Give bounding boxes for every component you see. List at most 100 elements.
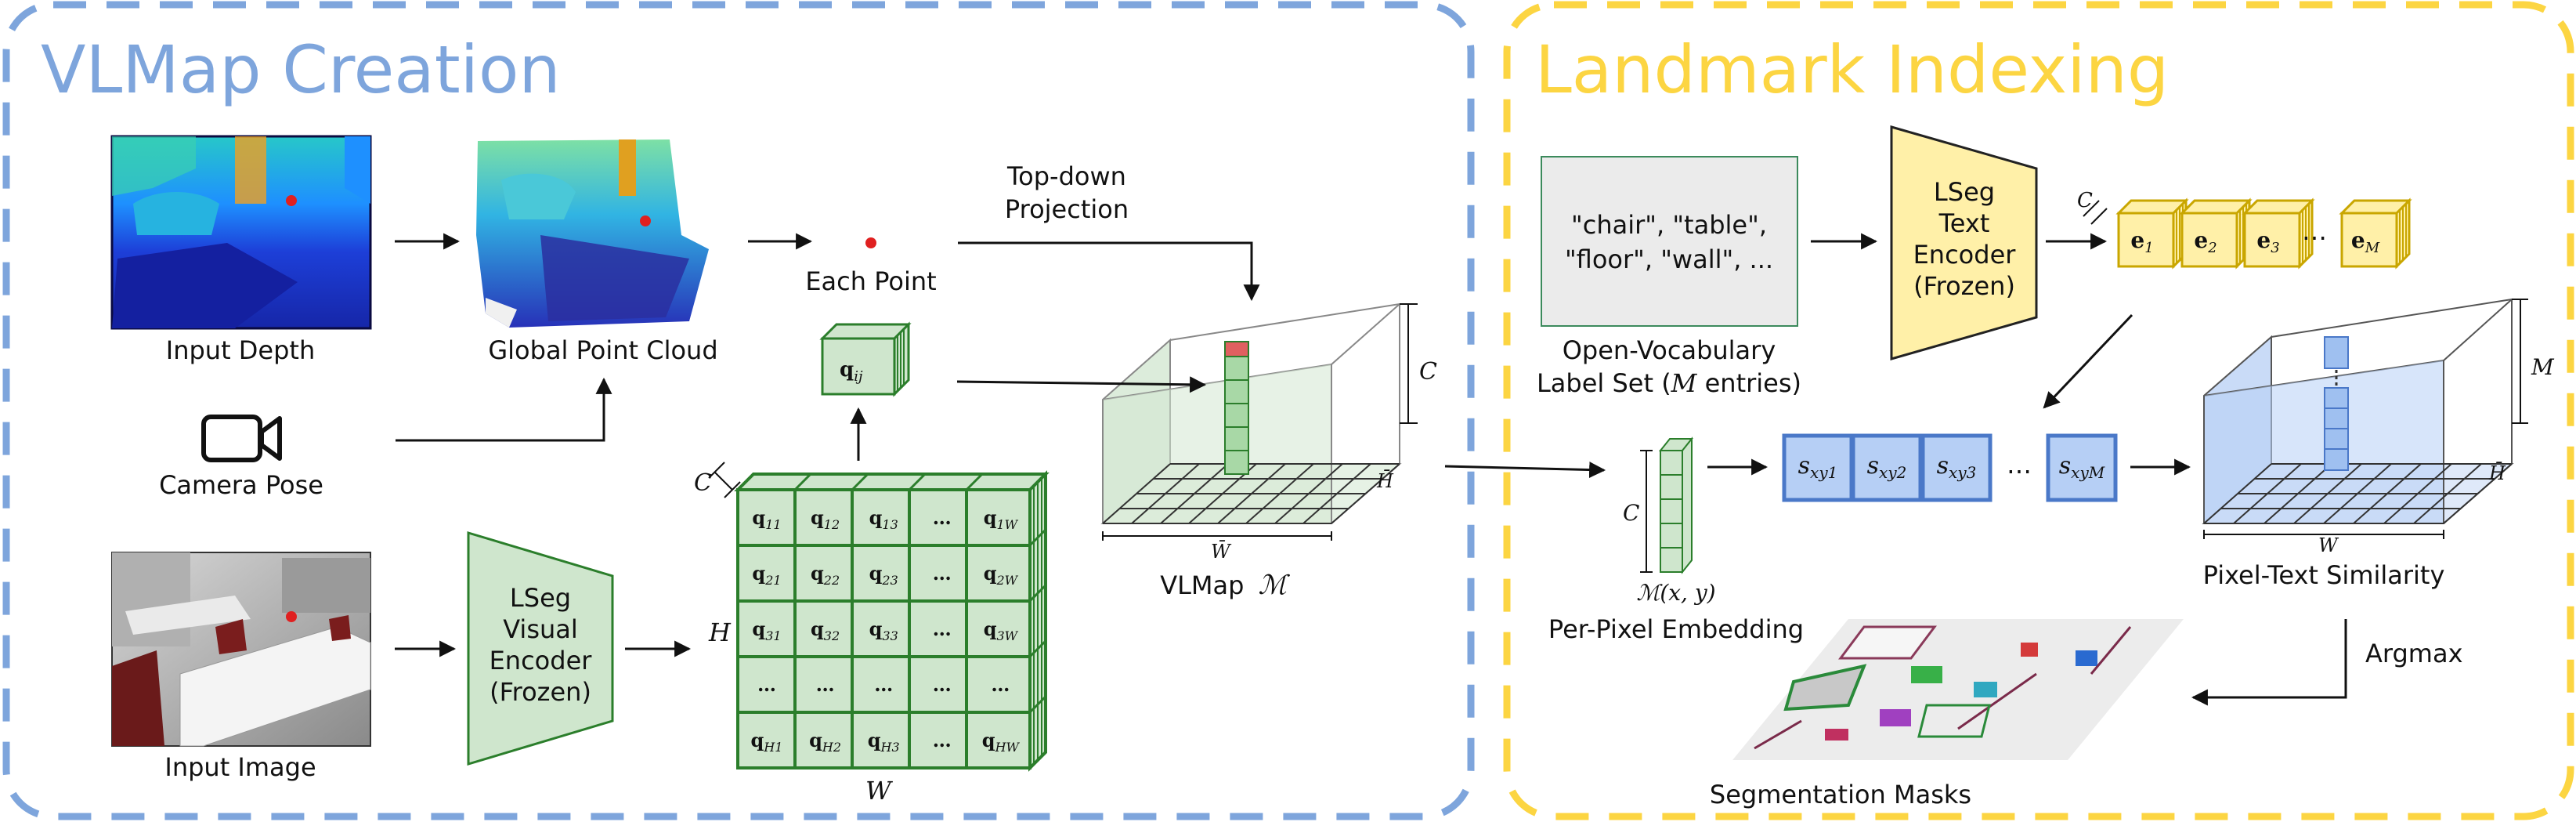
per-pixel-symbol: ℳ(x, y) [1636, 580, 1715, 606]
vlmap-W-label: W̄ [1211, 541, 1232, 563]
visual-encoder-block [467, 530, 614, 766]
grid-cell-label: q23 [869, 562, 898, 588]
each-point-label: Each Point [805, 266, 936, 296]
text-embeddings: e1 e2 e3 … eM [2115, 197, 2412, 270]
similarity-M-label: M [2531, 354, 2555, 380]
label-set-line-1: "chair", "table", [1571, 210, 1767, 240]
arrow-pose-to-cloud [396, 377, 612, 442]
arrow-q-to-map [956, 376, 1207, 393]
label-set-caption-1: Open-Vocabulary [1563, 335, 1776, 365]
similarity-scores: sxy1 sxy2 sxy3 … sxyM [1782, 433, 2118, 502]
input-image-photo [111, 552, 371, 747]
e-label: eM [2351, 227, 2380, 256]
similarity-label: Pixel-Text Similarity [2203, 560, 2445, 590]
s-label: sxyM [2059, 452, 2105, 482]
top-down-line-2: Projection [1005, 194, 1129, 224]
grid-cell-label: q32 [811, 617, 840, 643]
grid-cell-label: qH1 [751, 729, 783, 755]
vlmap-W-dimension [1102, 531, 1332, 541]
label-set-line-2: "floor", "wall", ... [1565, 244, 1773, 274]
e-cube: e2 [2179, 197, 2253, 270]
grid-cell-label: q3W [984, 617, 1019, 643]
s-cell: sxyM [2046, 433, 2118, 502]
e-cube: eM [2339, 197, 2412, 270]
creation-title: VLMap Creation [41, 31, 561, 108]
grid-C-dimension [708, 462, 741, 498]
similarity-H-label: H̄ [2488, 462, 2506, 484]
e-C-dimension [2083, 200, 2108, 225]
similarity-M-dimension [2512, 299, 2528, 424]
label-set-caption-2: Label Set (M entries) [1537, 368, 1801, 398]
grid-cell-label: … [933, 562, 952, 585]
q-ij-label: qij [840, 358, 863, 385]
arrow-map-to-embedding [1444, 462, 1606, 479]
per-pixel-label: Per-Pixel Embedding [1548, 614, 1804, 644]
grid-cell-label: q31 [752, 617, 781, 643]
grid-cell-label: … [933, 673, 952, 696]
indexing-title: Landmark Indexing [1535, 31, 2169, 108]
camera-pose-label: Camera Pose [159, 470, 323, 500]
grid-cell-label: … [933, 729, 952, 751]
camera-icon [201, 415, 282, 462]
grid-cell-label: … [757, 673, 776, 696]
e-label: e3 [2256, 227, 2279, 256]
s-cell: sxy1 [1782, 433, 1854, 502]
vlmap-C-dimension [1400, 303, 1418, 424]
grid-cell-label: … [991, 673, 1010, 696]
grid-cell-label: q22 [811, 562, 840, 588]
grid-cell-label: … [933, 617, 952, 640]
s-ellipsis: … [2007, 450, 2032, 480]
label-set-box [1541, 156, 1798, 327]
e-ellipsis: … [2302, 216, 2327, 246]
arrow-point-to-map [958, 241, 1260, 302]
grid-cell-label: qH2 [809, 729, 841, 755]
text-encoder-block [1890, 125, 2038, 360]
e-C-label: C [2077, 189, 2093, 212]
q-ij-cube [819, 321, 912, 397]
text-encoder-line-3: Encoder [1913, 240, 2017, 270]
grid-cell-label: … [816, 673, 835, 696]
s-label: sxy3 [1937, 452, 1977, 482]
grid-cell-label: … [933, 506, 952, 529]
s-cell: sxy2 [1851, 433, 1923, 502]
text-encoder-line-4: (Frozen) [1913, 271, 2015, 301]
arrow-similarity-to-masks [2191, 619, 2347, 706]
grid-cell-label: q21 [752, 562, 781, 588]
indexing-panel [1503, 1, 2574, 820]
visual-encoder-line-4: (Frozen) [490, 677, 591, 707]
s-cell: sxy3 [1920, 433, 1993, 502]
text-encoder-line-1: LSeg [1934, 177, 1995, 207]
similarity-column [2324, 336, 2349, 471]
similarity-W-dimension [2203, 530, 2444, 539]
similarity-box [2202, 298, 2514, 524]
global-point-cloud-image [476, 139, 709, 328]
s-label: sxy1 [1798, 452, 1838, 482]
s-label: sxy2 [1867, 452, 1907, 482]
grid-cell-label: … [874, 673, 893, 696]
vlmap-C-label: C [1419, 358, 1437, 386]
e-label: e2 [2194, 227, 2217, 256]
grid-cell-label: q33 [869, 617, 898, 643]
e-cube: e3 [2242, 197, 2315, 270]
e-label: e1 [2130, 227, 2153, 256]
per-pixel-C-dimension [1640, 450, 1653, 573]
vlmap-H-label: H̄ [1376, 470, 1394, 492]
visual-encoder-line-2: Visual [503, 614, 578, 644]
grid-W-label: W [865, 776, 894, 806]
segmentation-label: Segmentation Masks [1710, 780, 1971, 809]
arrow-e-to-s [2043, 313, 2133, 409]
grid-cell-label: q11 [752, 506, 781, 532]
global-point-cloud-label: Global Point Cloud [488, 335, 717, 365]
argmax-label: Argmax [2365, 639, 2463, 668]
grid-cell-label: qHW [982, 729, 1021, 755]
grid-cell-label: q13 [869, 506, 898, 532]
text-encoder-line-2: Text [1938, 208, 1990, 238]
grid-cell-label: q1W [984, 506, 1019, 532]
segmentation-masks-image [1732, 619, 2184, 760]
vlmap-column [1224, 341, 1249, 475]
input-depth-image [110, 135, 372, 330]
grid-cell-label: q12 [811, 506, 840, 532]
